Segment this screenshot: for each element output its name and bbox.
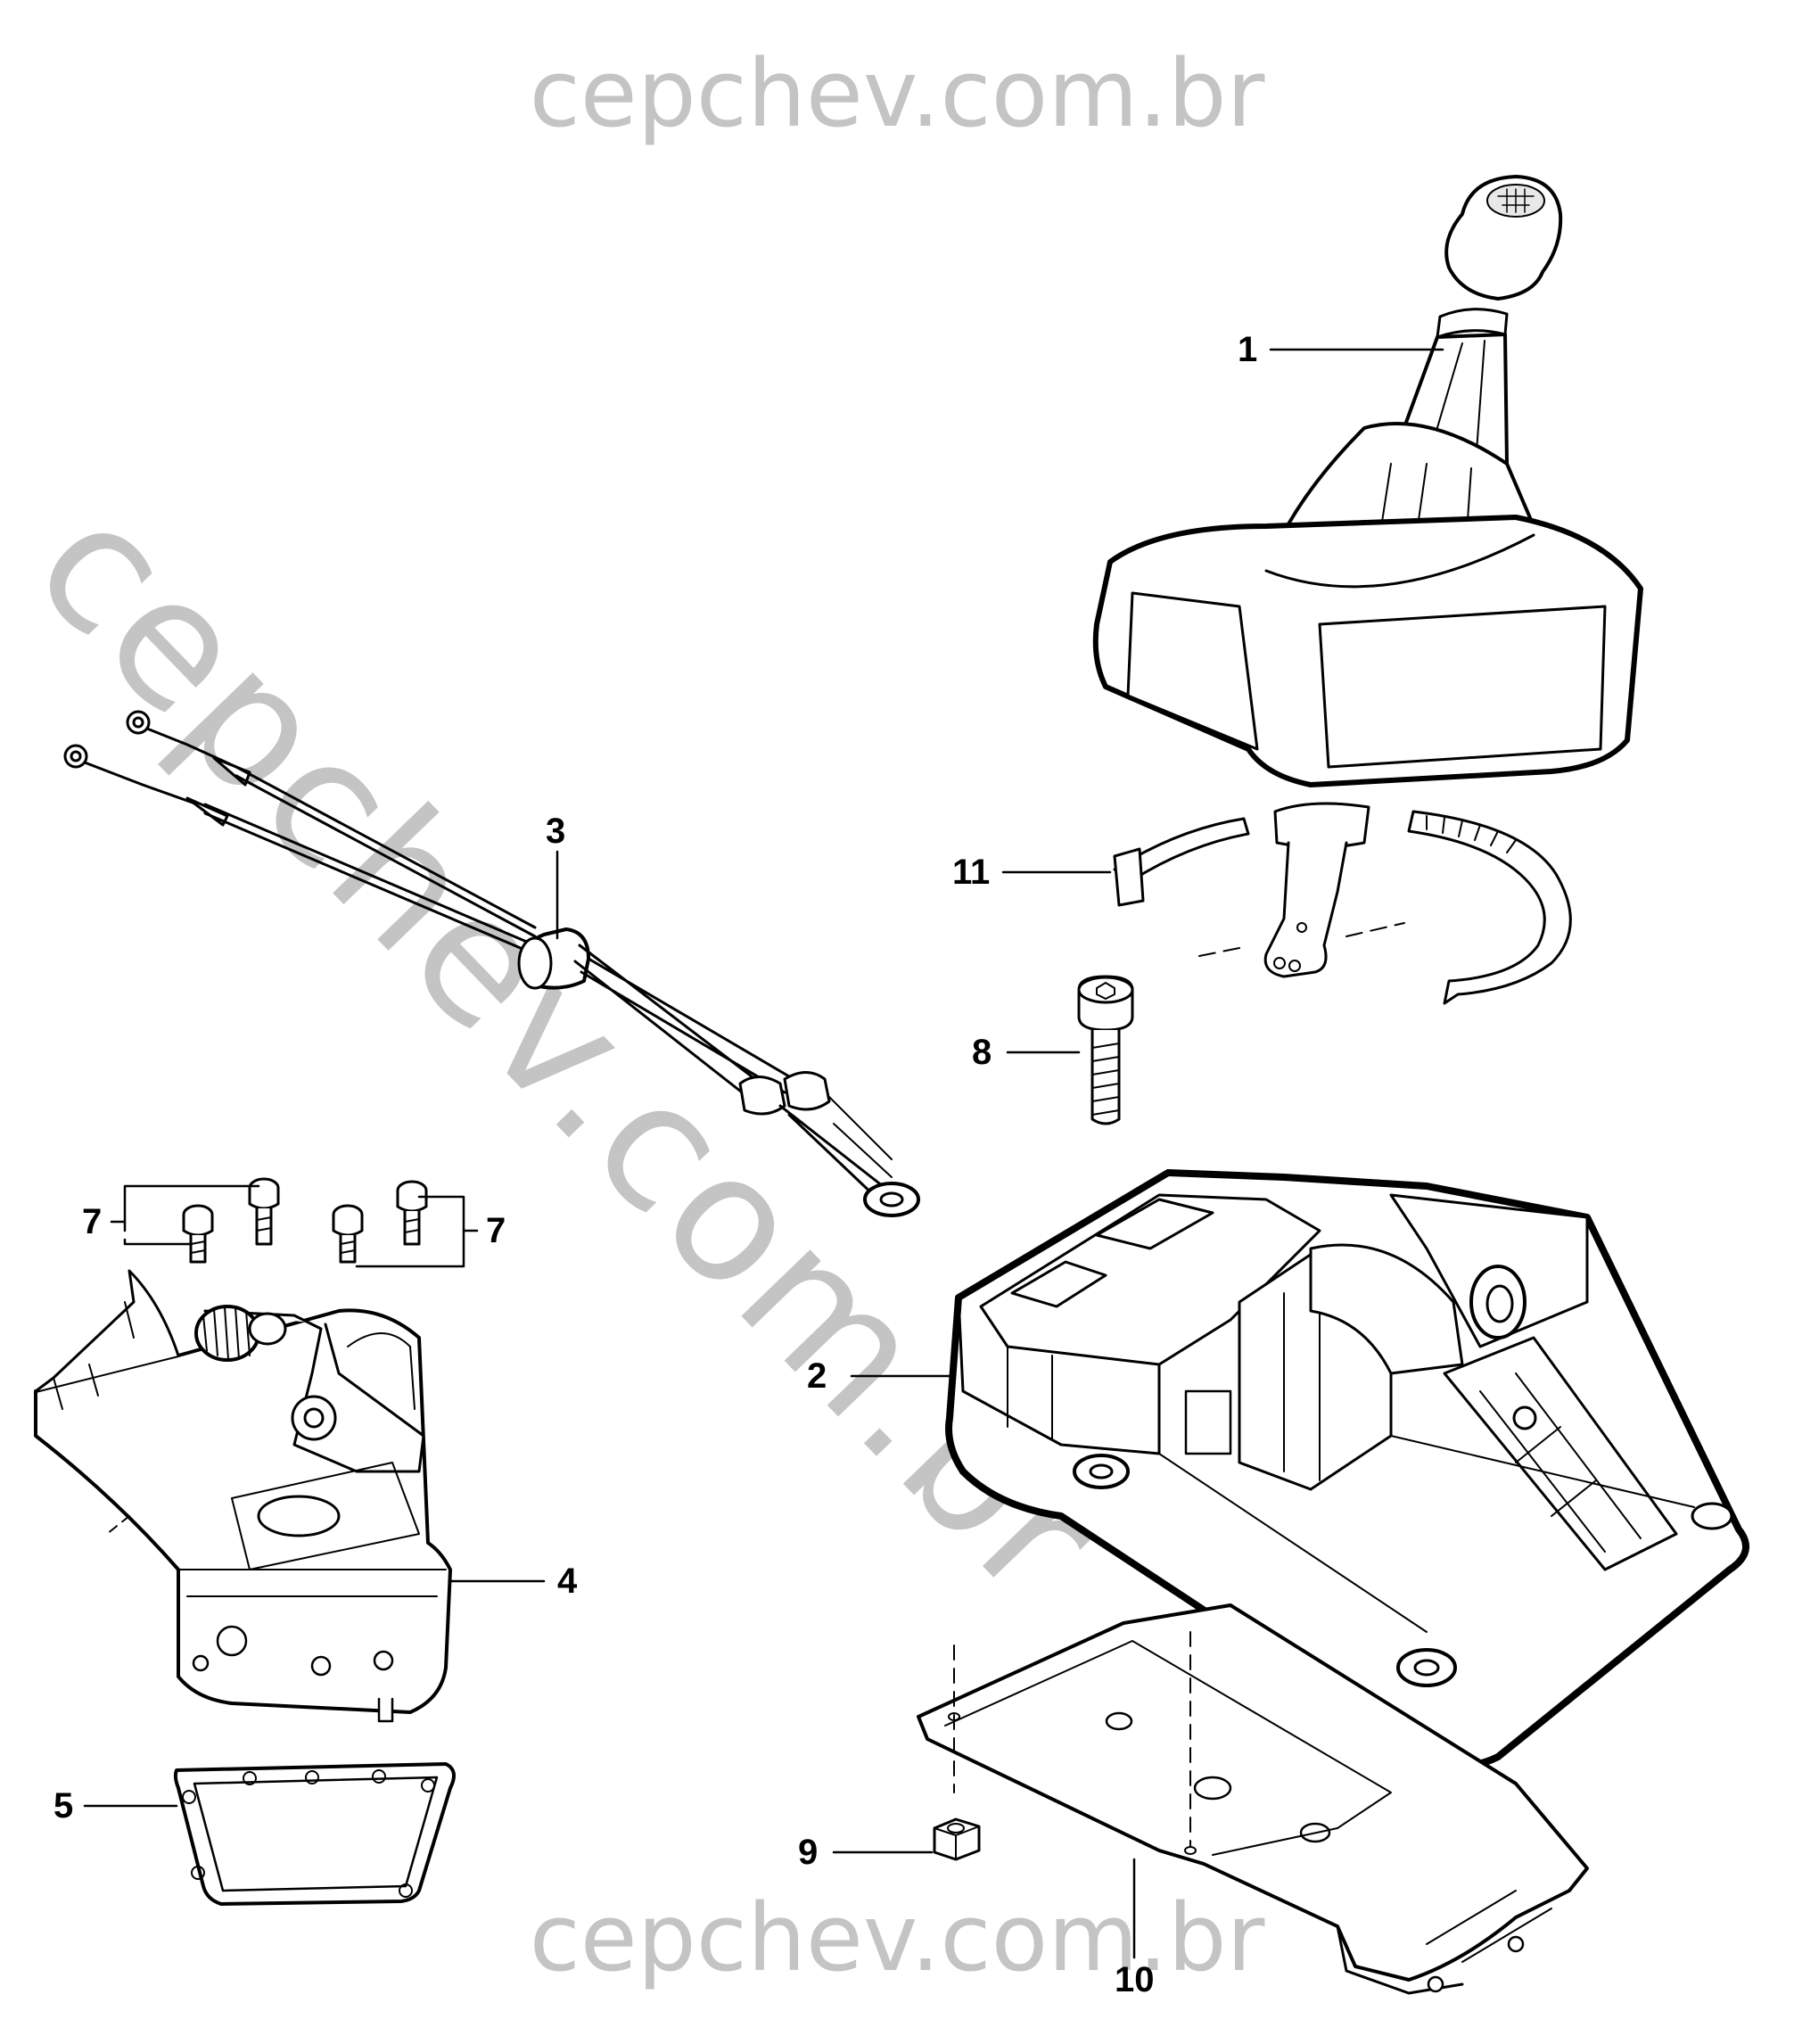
callout-8: 8	[972, 1033, 992, 1072]
callout-10: 10	[1115, 1960, 1155, 1999]
part-9-nut	[933, 1817, 981, 1861]
watermark-bottom: cepchev.com.br	[529, 1883, 1265, 1992]
bolt-7-2	[248, 1177, 280, 1246]
part-11-clamp-strap	[1113, 810, 1572, 1005]
callout-1: 1	[1238, 330, 1258, 369]
callout-7-right: 7	[486, 1211, 506, 1250]
part-1-gear-lever-boot	[1092, 175, 1643, 978]
callout-11: 11	[952, 853, 991, 892]
callout-4: 4	[557, 1562, 578, 1601]
leader-lines	[83, 348, 1444, 1959]
part-7-bolts	[123, 1177, 465, 1268]
callout-7-left: 7	[82, 1202, 103, 1241]
part-5-gasket	[173, 1762, 456, 1906]
part-8-bolt	[1077, 975, 1134, 1125]
watermark-top: cepchev.com.br	[529, 39, 1265, 148]
bolt-7-3	[332, 1204, 364, 1264]
part-3-shift-cables	[63, 710, 920, 1217]
callout-3: 3	[546, 812, 566, 851]
callout-5: 5	[53, 1786, 74, 1826]
part-10-base-plate	[917, 1603, 1589, 1995]
part-2-base-housing	[945, 1169, 1749, 1769]
bolt-7-4	[396, 1180, 428, 1246]
bolt-7-1	[182, 1204, 214, 1264]
part-4-shift-housing	[34, 1269, 452, 1723]
callout-9: 9	[798, 1833, 819, 1872]
callout-2: 2	[807, 1356, 827, 1396]
